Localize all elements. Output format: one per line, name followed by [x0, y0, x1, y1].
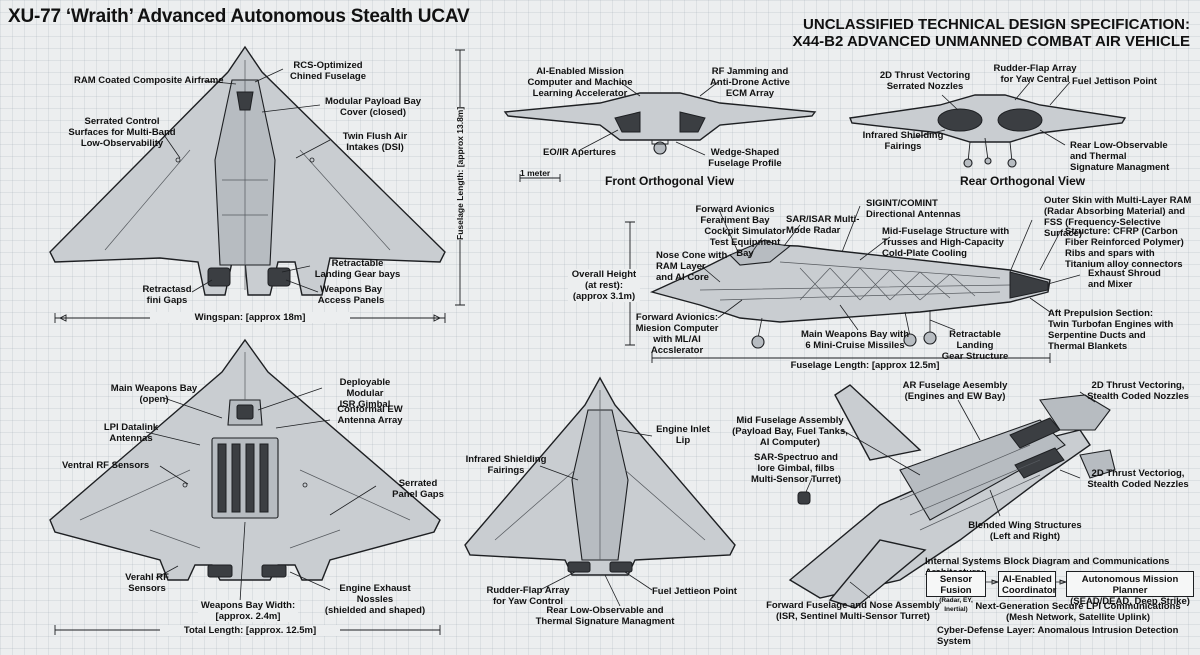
- label-cyber-defense: Cyber-Defense Layer: Anomalous Intrusion…: [937, 625, 1179, 647]
- bottom-view-aircraft: [49, 338, 441, 581]
- label-rear-lo: Rear Low-Observable and Thermal Signatur…: [1070, 140, 1170, 173]
- label-cockpit-sim: Cockpit Simulator Test Equipment Bay: [704, 226, 786, 259]
- front-view-caption: Front Orthogonal View: [605, 174, 735, 188]
- label-ar-fuselage: AR Fuselage Aesembly (Engines and EW Bay…: [902, 380, 1008, 402]
- exploded-view-aircraft: [788, 384, 1116, 609]
- label-mid-fuselage-assembly: Mid Fuselage Assembly (Payload Bay, Fuel…: [732, 415, 848, 448]
- label-fwd-avionics-computer: Forward Avionics: Miesion Computer with …: [635, 312, 719, 356]
- label-weapons-panels: Weapons Bay Access Panels: [317, 284, 385, 306]
- rear-view-aircraft: [849, 94, 1127, 168]
- label-ir-fairings: Infrared Shielding Fairings: [862, 130, 944, 152]
- label-aft-propulsion: Aft Prepulsion Section: Twin Turbofan En…: [1048, 308, 1174, 352]
- label-dorsal-ir-fairings: Infrared Shielding Fairings: [465, 454, 547, 476]
- label-side-landing-gear: Retractable Landing Gear Structure: [941, 329, 1009, 362]
- document-title: XU-77 ‘Wraith’ Advanced Autonomous Steal…: [8, 6, 470, 27]
- label-dorsal-rudder-flap: Rudder-Flap Array for Yaw Control: [486, 585, 570, 607]
- label-outer-skin: Outer Skin with Multi-Layer RAM (Radar A…: [1044, 195, 1192, 239]
- label-thrust-vec-1: 2D Thrust Vectoring, Stealth Coded Nozzl…: [1087, 380, 1189, 402]
- label-dorsal-fuel-jettison: Fuel Jettieon Point: [652, 586, 737, 597]
- label-rcs-fuselage: RCS-Optimized Chined Fuselage: [289, 60, 366, 82]
- spec-title: UNCLASSIFIED TECHNICAL DESIGN SPECIFICAT…: [792, 16, 1190, 50]
- label-sigint: SIGINT/COMINT Directional Antennas: [866, 198, 961, 220]
- label-rf-jamming: RF Jamming and Anti-Drone Active ECM Arr…: [710, 66, 790, 99]
- label-thrust-vectoring: 2D Thrust Vectoring Serrated Nozzles: [879, 70, 971, 92]
- label-serrated-gaps: Serrated Panel Gaps: [392, 478, 444, 500]
- label-ventral-rf: Ventral RF Sensors: [62, 460, 150, 471]
- block-ai-coordinator-sub: Coordinator: [1002, 585, 1057, 596]
- label-isr-gimbal: Deployable Modular ISR Gimbal: [339, 377, 391, 410]
- weapons-bay-width-dimension: Weapons Bay Width: [approx. 2.4m]: [198, 600, 298, 622]
- label-control-surfaces: Serrated Control Surfaces for Multi-Band…: [68, 116, 176, 149]
- label-fwd-fuselage: Forward Fuselage and Nose Assembly (ISR,…: [766, 600, 940, 622]
- label-gaps: Retractasd fini Gaps: [142, 284, 192, 306]
- block-sensor-fusion-title: Sensor Fusion: [939, 574, 973, 596]
- spec-title-line2: X44-B2 ADVANCED UNMANNED COMBAT AIR VEHI…: [792, 33, 1190, 50]
- label-exhaust: Exhaust Shroud and Mixer: [1088, 268, 1161, 290]
- label-wedge: Wedge-Shaped Fuselage Profile: [708, 147, 782, 169]
- label-eo-ir: EO/IR Apertures: [543, 147, 617, 158]
- dorsal-view-aircraft: [464, 376, 736, 576]
- top-view-aircraft: [49, 45, 446, 296]
- fuselage-length-dimension: Fuselage Length: [approx 13.8m]: [455, 106, 466, 240]
- label-landing-gear: Retractable Landing Gear bays: [314, 258, 401, 280]
- label-engine-inlet: Engine Inlet Lip: [656, 424, 710, 446]
- scale-bar-label: 1 meter: [520, 168, 551, 178]
- label-payload-bay: Modular Payload Bay Cover (closed): [324, 96, 422, 118]
- spec-title-line1: UNCLASSIFIED TECHNICAL DESIGN SPECIFICAT…: [803, 16, 1190, 33]
- label-sar-radar: SAR/ISAR Multi- Mode Radar: [786, 214, 860, 236]
- label-fwd-avionics-bay: Forward Avionics Ferariment Bay: [695, 204, 775, 226]
- label-lpi-datalink: LPI Datalink Antennas: [103, 422, 159, 444]
- label-ew-array: Conformal EW Antenna Array: [337, 404, 403, 426]
- rear-view-caption: Rear Orthogonal View: [960, 174, 1086, 188]
- label-ram-airframe: RAM Coated Composite Airframe: [74, 75, 224, 86]
- label-main-bay-open: Main Weapons Bay (open): [110, 383, 198, 405]
- block-sensor-fusion-sub: (Radar, EY, Inertial): [939, 597, 973, 613]
- side-view-aircraft: [649, 239, 1051, 349]
- label-blended-wing: Blended Wing Structures (Left and Right): [968, 520, 1082, 542]
- label-air-intakes: Twin Flush Air Intakes (DSI): [342, 131, 408, 153]
- label-secure-comms: Next-Generation Secure LPI Communication…: [975, 601, 1181, 623]
- label-fuel-jettison: Fuel Jettison Point: [1072, 76, 1157, 87]
- label-nose-cone: Nose Cone with RAM Layer and AI Core: [656, 250, 728, 283]
- block-ai-coordinator: AI-Enabled Coordinator: [998, 571, 1056, 597]
- block-autonomous-planner-title: Autonomous Mission Planner: [1081, 574, 1179, 596]
- block-ai-coordinator-title: AI-Enabled: [1002, 574, 1052, 585]
- block-autonomous-planner-sub: (SEAD/DEAD, Deep Strike): [1070, 596, 1190, 607]
- label-structure: Structure: CFRP (Carbon Fiber Reinforced…: [1065, 226, 1184, 270]
- label-main-bay: Main Weapons Bay with 6 Mini-Cruise Miss…: [800, 329, 910, 351]
- label-thrust-vec-2: 2D Thrust Vectoriog, Stealth Coded Nezzl…: [1087, 468, 1189, 490]
- front-view-aircraft: [503, 92, 817, 155]
- wingspan-dimension: Wingspan: [approx 18m]: [150, 312, 350, 323]
- total-length-dimension: Total Length: [approx. 12.5m]: [160, 625, 340, 636]
- label-dorsal-rear-lo: Rear Low-Observable and Thermal Signatur…: [535, 605, 675, 627]
- label-engine-exhaust: Engine Exhaust Nossles (shielded and sha…: [324, 583, 426, 616]
- label-sar-spectrum: SAR-Spectruo and lore Gimbal, filbs Mult…: [750, 452, 842, 485]
- side-fuselage-length-dimension: Fuselage Length: [approx 12.5m]: [790, 360, 940, 371]
- label-ai-computer: AI-Enabled Mission Computer and Machine …: [527, 66, 633, 99]
- overall-height-dimension: Overall Height (at rest): (approx 3.1m): [568, 269, 640, 302]
- block-sensor-fusion: Sensor Fusion (Radar, EY, Inertial): [926, 571, 986, 613]
- block-autonomous-planner: Autonomous Mission Planner (SEAD/DEAD, D…: [1066, 571, 1194, 607]
- label-rudder-flap: Rudder-Flap Array for Yaw Central: [993, 63, 1077, 85]
- label-mid-fuselage: Mid-Fuselage Structure with Trusses and …: [882, 226, 1010, 259]
- label-verahl-rf: Verahl RF Sensors: [125, 572, 169, 594]
